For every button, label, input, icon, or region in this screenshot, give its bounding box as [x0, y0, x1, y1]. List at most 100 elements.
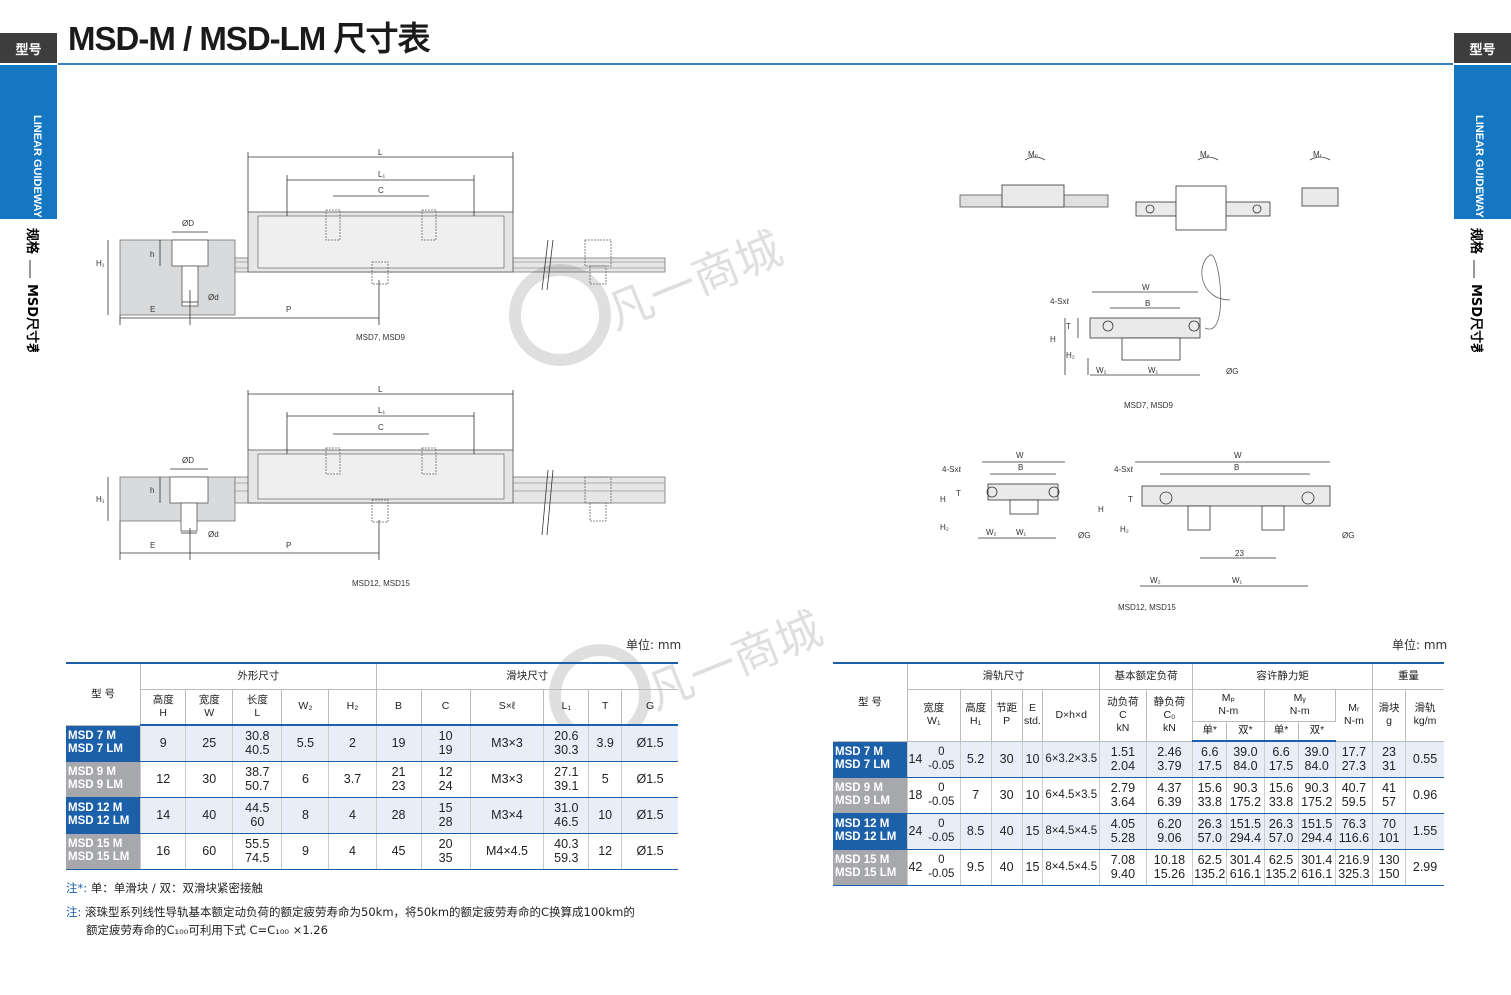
dim-P-top: P — [286, 305, 291, 314]
table-cell: 0.55 — [1405, 741, 1444, 778]
side-vertical-right: 规格 MSD尺寸表 — [1468, 228, 1484, 352]
label-MP: Mₚ — [1028, 150, 1038, 159]
col-Sxl: S×ℓ — [470, 689, 545, 726]
r-col-block-g: 滑块 g — [1372, 689, 1407, 742]
r-header-rail: 滑轨尺寸 — [907, 662, 1101, 690]
r-col-MP: Mₚ N-m — [1192, 689, 1265, 722]
dim-H-mid: H — [1050, 335, 1056, 344]
table-cell: 0 -0.05 — [922, 777, 961, 814]
table-cell: 15 — [1022, 813, 1044, 850]
table-cell: 45 — [376, 833, 422, 870]
model-cell: MSD 15 M MSD 15 LM — [66, 833, 142, 870]
model-cell: MSD 12 M MSD 12 LM — [833, 813, 908, 850]
r-header-model: 型 号 — [833, 662, 908, 742]
side-category-text: LINEAR GUIDEWAY — [31, 115, 43, 219]
table-cell: 14 — [907, 741, 923, 778]
table-cell: 151.5 294.4 — [1298, 813, 1336, 850]
table-cell: 26.3 57.0 — [1264, 813, 1299, 850]
header-model: 型 号 — [66, 662, 142, 726]
model-cell: MSD 7 M MSD 7 LM — [66, 725, 142, 762]
dim-T-small: T — [956, 489, 961, 498]
table-cell: 2.79 3.64 — [1099, 777, 1147, 814]
table-cell: 0 -0.05 — [922, 813, 961, 850]
table-cell: 20 35 — [421, 833, 471, 870]
table-cell: 10 — [1022, 741, 1044, 778]
table-cell: 30 — [991, 777, 1023, 814]
table-cell: 15 — [1022, 849, 1044, 886]
table-cell: 30.8 40.5 — [232, 725, 283, 762]
table-cell: 2 — [328, 725, 377, 762]
dim-W-small: W — [1016, 451, 1024, 460]
table-cell: 8 — [281, 797, 330, 834]
dim-23-big: 23 — [1235, 549, 1244, 558]
col-H2: H₂ — [328, 689, 377, 726]
table-cell: M3×3 — [470, 761, 545, 798]
table-cell: 12 — [588, 833, 623, 870]
table-cell: 1.51 2.04 — [1099, 741, 1147, 778]
caption-msd12-15-right: MSD12, MSD15 — [1118, 603, 1176, 612]
table-cell: 9 — [140, 725, 187, 762]
dim-B-mid: B — [1145, 299, 1150, 308]
model-cell: MSD 9 M MSD 9 LM — [833, 777, 908, 814]
col-W: 宽度 W — [185, 689, 234, 726]
r-col-MP-single: 单* — [1192, 721, 1228, 742]
table-cell: 6.6 17.5 — [1264, 741, 1299, 778]
dim-Sxl-big: 4-Sxℓ — [1114, 465, 1133, 474]
table-cell: 39.0 84.0 — [1298, 741, 1336, 778]
table-cell: 44.5 60 — [232, 797, 283, 834]
table-cell: 17.7 27.3 — [1335, 741, 1374, 778]
table-cell: M3×4 — [470, 797, 545, 834]
table-cell: 24 — [907, 813, 923, 850]
table-cell: 0.96 — [1405, 777, 1444, 814]
r-col-MY: Mᵧ N-m — [1264, 689, 1336, 722]
note1-text: 单：单滑块 / 双：双滑块紧密接触 — [90, 881, 263, 895]
r-col-rail-kgm: 滑轨 kg/m — [1405, 689, 1444, 742]
table-cell: 7 — [960, 777, 992, 814]
table-cell: Ø1.5 — [621, 725, 678, 762]
header-rule — [58, 63, 1453, 65]
table-cell: 40 — [991, 849, 1023, 886]
table-cell: 10 19 — [421, 725, 471, 762]
r-col-MR: Mᵣ N-m — [1335, 689, 1374, 742]
table-cell: 7.08 9.40 — [1099, 849, 1147, 886]
table-cell: 10 — [1022, 777, 1044, 814]
dim-B-small: B — [1018, 463, 1023, 472]
table-cell: 2.46 3.79 — [1146, 741, 1194, 778]
table-cell: 301.4 616.1 — [1226, 849, 1265, 886]
dim-W1-big: W₁ — [1232, 576, 1243, 585]
table-cell: 16 — [140, 833, 187, 870]
table-cell: 20.6 30.3 — [543, 725, 590, 762]
dim-T-big: T — [1128, 495, 1133, 504]
table-cell: 27.1 39.1 — [543, 761, 590, 798]
table-cell: 15.6 33.8 — [1192, 777, 1228, 814]
caption-msd12-15-left: MSD12, MSD15 — [352, 579, 410, 588]
r-col-MY-single: 单* — [1264, 721, 1299, 742]
dim-phiG-big: ØG — [1342, 531, 1354, 540]
table-cell: 4 — [328, 833, 377, 870]
table-cell: 40.7 59.5 — [1335, 777, 1374, 814]
table-cell: 42 — [907, 849, 923, 886]
r-header-weight: 重量 — [1372, 662, 1444, 690]
table-cell: 12 — [140, 761, 187, 798]
dim-phiG-small: ØG — [1078, 531, 1090, 540]
dim-P-bottom: P — [286, 541, 291, 550]
table-cell: 8×4.5×4.5 — [1042, 849, 1101, 886]
table-cell: 5 — [588, 761, 623, 798]
table-cell: 40 — [185, 797, 234, 834]
col-L1: L₁ — [543, 689, 590, 726]
dim-W-big: W — [1234, 451, 1242, 460]
svg-text:凡一商城: 凡一商城 — [599, 221, 790, 340]
table-cell: Ø1.5 — [621, 833, 678, 870]
table-cell: 23 31 — [1372, 741, 1407, 778]
col-W2: W₂ — [281, 689, 330, 726]
table-cell: 60 — [185, 833, 234, 870]
table-cell: 19 — [376, 725, 422, 762]
table-cell: 6×3.2×3.5 — [1042, 741, 1101, 778]
label-MY: Mᵧ — [1200, 150, 1210, 159]
table-cell: 76.3 116.6 — [1335, 813, 1374, 850]
